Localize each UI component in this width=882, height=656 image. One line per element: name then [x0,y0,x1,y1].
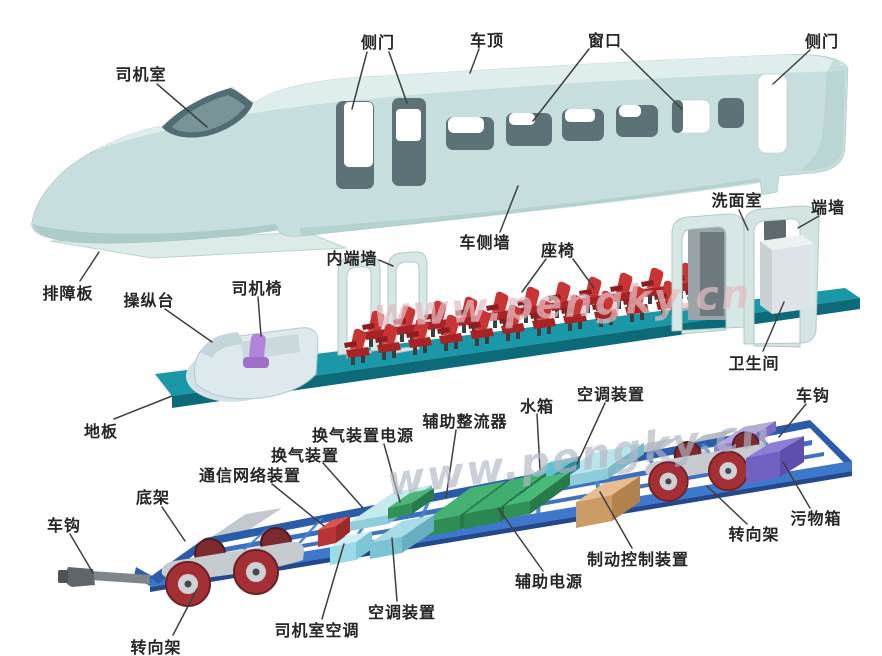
label-communication-network-device: 通信网络装置 [198,466,302,485]
label-ac-unit-upper: 空调装置 [576,385,646,404]
label-bogie-left: 转向架 [130,638,182,656]
label-floor: 地板 [83,422,119,441]
label-coupler-right: 车钩 [795,386,831,405]
label-toilet: 卫生间 [728,354,780,373]
label-obstacle-deflector: 排障板 [42,284,94,303]
label-cab-ac: 司机室空调 [274,621,360,640]
floor-assembly [155,205,860,408]
label-water-tank: 水箱 [519,397,555,416]
auxiliary-power-box [464,472,570,529]
end-wall-window [764,218,786,242]
label-ac-unit-lower: 空调装置 [367,603,437,622]
label-car-side-wall: 车侧墙 [459,233,511,252]
leader-lines [69,48,820,636]
underframe-assembly [58,420,852,607]
side-door-opening-left-2 [392,98,426,186]
car-body-shell [31,54,849,259]
label-auxiliary-rectifier: 辅助整流器 [422,412,508,431]
washroom-walls [671,213,745,335]
label-control-console: 操纵台 [123,291,175,310]
side-door-opening-left-1 [336,101,374,189]
side-door-opening-right [757,73,788,154]
label-window-opening: 窗口 [587,31,623,50]
shell-bottom-shade-left [33,224,278,244]
toilet-cabinet [760,235,814,314]
label-roof: 车顶 [469,31,505,50]
label-side-door-right: 侧门 [804,32,840,51]
frame-right-end [810,420,852,471]
label-auxiliary-power: 辅助电源 [514,572,584,591]
label-coupler-left: 车钩 [46,516,82,535]
floor-top [155,288,860,396]
driver-seat-base [243,357,269,368]
label-brake-control-device: 制动控制装置 [586,550,690,569]
driver-seat-back [249,333,266,362]
label-seats: 座椅 [540,241,576,260]
label-ventilation-device-power: 换气装置电源 [311,426,415,445]
label-underframe: 底架 [135,488,171,507]
label-inner-end-wall: 内端墙 [326,249,378,268]
label-waste-tank: 污物箱 [790,509,842,528]
label-washroom: 洗面室 [711,191,763,210]
floor-front-edge [172,298,860,408]
ac-unit-lower-box [370,515,434,559]
shell-right-edge-shade [800,59,845,171]
label-end-wall: 端墙 [810,198,846,217]
label-side-door-left: 侧门 [360,33,396,52]
brake-control-box [576,476,640,528]
ventilation-power-box [388,488,434,519]
communication-network-box [318,516,350,547]
coupler-left-art [58,567,150,587]
label-ventilation-device: 换气装置 [270,446,340,465]
label-bogie-right: 转向架 [728,525,780,544]
shell-bottom-shade-right [300,178,760,236]
label-driver-seat: 司机椅 [231,279,283,298]
driver-console [186,327,319,402]
label-driver-cab: 司机室 [115,65,167,84]
cab-ac-box [330,531,372,565]
driver-window-inner [172,95,245,133]
